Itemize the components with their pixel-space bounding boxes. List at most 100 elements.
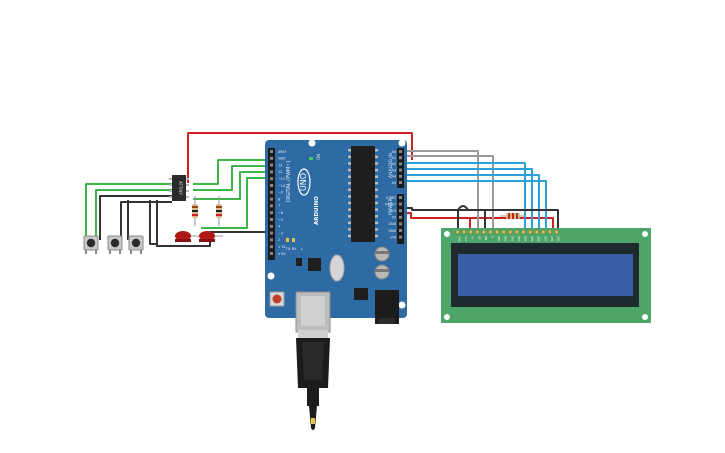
wire-green-2[interactable] — [193, 165, 272, 191]
lcd-pin[interactable] — [481, 229, 486, 235]
digital-pin-label: 0 RX — [278, 252, 286, 256]
digital-pin-label: 4 — [278, 225, 280, 229]
lcd-pin[interactable] — [462, 229, 467, 235]
lcd-pin[interactable] — [468, 229, 473, 235]
label-digital: DIGITAL (PWM~) — [286, 160, 292, 202]
dip-pin — [375, 208, 378, 211]
resistor[interactable] — [500, 213, 526, 219]
lcd-pin[interactable] — [501, 229, 506, 235]
digital-pin[interactable] — [270, 231, 273, 235]
wire-red-5v[interactable] — [187, 132, 413, 183]
lcd-pin[interactable] — [475, 229, 480, 235]
lcd-pin[interactable] — [541, 229, 546, 235]
wire-black-gnd[interactable] — [400, 207, 559, 232]
digital-pin[interactable] — [270, 150, 273, 153]
digital-pin[interactable] — [270, 218, 273, 221]
lcd-pin[interactable] — [488, 229, 493, 235]
pushbutton[interactable] — [83, 235, 99, 254]
dip-pin — [375, 188, 378, 192]
digital-pin[interactable] — [270, 177, 273, 181]
lcd-pin[interactable] — [534, 229, 539, 235]
digital-pin[interactable] — [270, 252, 273, 255]
dip-pin — [348, 228, 351, 231]
analog-pin[interactable] — [399, 162, 402, 166]
wire-gray-a1[interactable] — [405, 155, 494, 232]
digital-pin[interactable] — [270, 190, 273, 194]
lcd-pin[interactable] — [547, 229, 552, 235]
power-pin[interactable] — [399, 215, 402, 219]
power-pin[interactable] — [399, 202, 402, 206]
led[interactable] — [199, 231, 223, 242]
atmega-chip — [351, 146, 375, 242]
attiny-chip[interactable]: ATTINY — [169, 175, 189, 201]
digital-pin[interactable] — [270, 211, 273, 215]
lcd-pin[interactable] — [528, 229, 533, 235]
reset-button[interactable] — [269, 291, 285, 307]
digital-pin[interactable] — [270, 245, 273, 249]
wire-black-b1[interactable] — [99, 195, 172, 240]
wire-blue-4[interactable] — [405, 180, 547, 232]
dip-pin — [375, 228, 378, 231]
analog-pin[interactable] — [399, 150, 402, 153]
digital-pin[interactable] — [270, 163, 273, 167]
power-pin[interactable] — [399, 222, 402, 226]
digital-pin-label: 8 — [278, 197, 280, 201]
wire-gray-a0[interactable] — [405, 150, 479, 232]
usb-cable[interactable] — [296, 330, 330, 430]
digital-pin[interactable] — [270, 170, 273, 174]
digital-pin[interactable] — [270, 238, 273, 242]
lcd-pin[interactable] — [508, 229, 513, 235]
digital-pin[interactable] — [270, 184, 273, 187]
power-pin[interactable] — [399, 209, 402, 213]
power-pin[interactable] — [399, 196, 402, 199]
digital-pin-label: AREF — [278, 150, 287, 154]
lcd-pin[interactable] — [521, 229, 526, 235]
mounting-hole — [398, 301, 406, 309]
wire-green-1[interactable] — [193, 159, 272, 185]
digital-pin-label: ~5 — [278, 218, 283, 222]
pushbutton[interactable] — [128, 235, 144, 254]
wire-green-3[interactable] — [193, 171, 272, 200]
wire-black-gnd2[interactable] — [156, 200, 272, 247]
power-pin-label: VIN — [390, 235, 396, 239]
wire-blue-1[interactable] — [405, 162, 526, 232]
analog-pin[interactable] — [399, 156, 402, 160]
wire-blue-3[interactable] — [405, 174, 540, 232]
dip-pin — [348, 182, 351, 185]
analog-pin[interactable] — [399, 181, 402, 184]
analog-pin[interactable] — [399, 174, 402, 178]
wire-black-b2[interactable] — [120, 201, 172, 240]
wire-black-lcd1[interactable] — [457, 205, 469, 232]
digital-pin-label: ~11 — [278, 177, 285, 181]
dip-pin — [375, 182, 378, 185]
analog-header[interactable] — [397, 148, 404, 188]
dip-pin — [375, 201, 378, 205]
lcd-pin[interactable] — [455, 229, 460, 235]
digital-header[interactable] — [268, 148, 275, 260]
resistor[interactable] — [192, 196, 198, 226]
wire-red-power[interactable] — [400, 212, 554, 232]
digital-pin[interactable] — [270, 197, 273, 201]
pushbutton[interactable] — [107, 235, 123, 254]
led[interactable] — [175, 231, 199, 242]
digital-pin-label: 1 TX — [278, 245, 286, 249]
lcd-pin[interactable] — [495, 229, 500, 235]
wire-green-4[interactable] — [201, 177, 272, 229]
analog-pin[interactable] — [399, 168, 402, 172]
lcd-pin[interactable] — [514, 229, 519, 235]
power-header[interactable] — [397, 194, 404, 244]
digital-pin[interactable] — [270, 204, 273, 208]
wire-black-b3[interactable] — [149, 200, 157, 245]
power-pin[interactable] — [399, 229, 402, 232]
wire-blue-2[interactable] — [405, 168, 533, 232]
digital-pin[interactable] — [270, 156, 273, 160]
lcd-pin[interactable] — [554, 229, 559, 235]
power-pin[interactable] — [399, 235, 402, 239]
wire-green-btn2[interactable] — [95, 189, 172, 240]
wire-green-btn[interactable] — [85, 183, 172, 240]
digital-pin[interactable] — [270, 224, 273, 228]
resistor[interactable] — [216, 196, 222, 226]
